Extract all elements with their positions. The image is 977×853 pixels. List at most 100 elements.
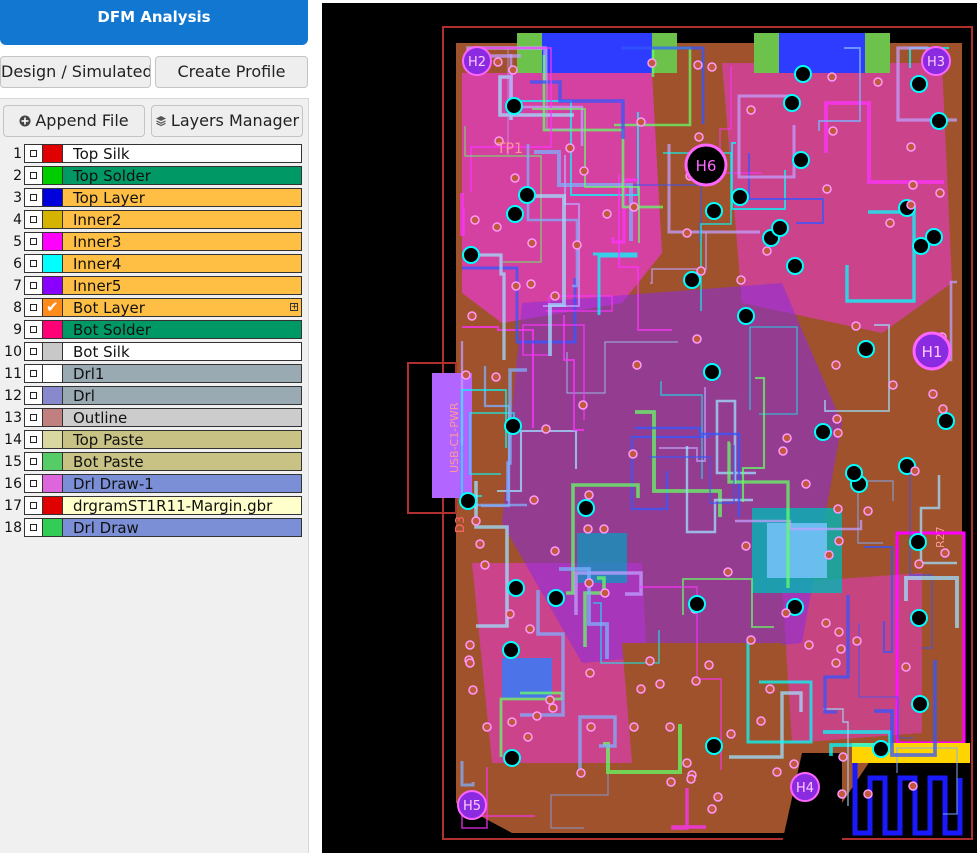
layer-name[interactable]: Bot Layer+: [63, 298, 302, 317]
layer-visibility-checkbox[interactable]: [24, 276, 43, 295]
layer-color-swatch[interactable]: [43, 430, 63, 449]
via: [492, 222, 502, 232]
layer-color-swatch[interactable]: [43, 452, 63, 471]
layer-visibility-checkbox[interactable]: [24, 232, 43, 251]
layer-number: 1: [13, 146, 22, 162]
layer-name[interactable]: Inner2: [63, 210, 302, 229]
via: [585, 668, 595, 678]
layer-visibility-checkbox[interactable]: [24, 144, 43, 163]
layer-visibility-checkbox[interactable]: [24, 210, 43, 229]
pcb-trace: [823, 595, 850, 714]
layers-manager-button[interactable]: Layers Manager: [151, 105, 303, 137]
layer-name[interactable]: drgramST1R11-Margin.gbr: [63, 496, 302, 515]
pcb-trace: [462, 253, 506, 360]
layer-visibility-checkbox[interactable]: [24, 364, 43, 383]
expand-icon[interactable]: +: [290, 302, 298, 311]
layer-color-swatch[interactable]: [43, 408, 63, 427]
layer-color-swatch[interactable]: [43, 474, 63, 493]
pcb-board-view[interactable]: H2 H3 H6 H1 H5 H4 TP1 D3 USB-C1-PWR R27: [322, 3, 977, 853]
layer-name[interactable]: Inner3: [63, 232, 302, 251]
layer-color-swatch[interactable]: [43, 276, 63, 295]
layer-visibility-checkbox[interactable]: [24, 188, 43, 207]
via: [765, 684, 775, 694]
layer-name[interactable]: Drl1: [63, 364, 302, 383]
layer-visibility-checkbox[interactable]: [24, 254, 43, 273]
layer-visibility-checkbox[interactable]: [24, 430, 43, 449]
pcb-trace: [522, 324, 585, 420]
layer-color-swatch[interactable]: [43, 342, 63, 361]
layer-name[interactable]: Outline: [63, 408, 302, 427]
layer-color-swatch[interactable]: [43, 364, 63, 383]
inner3-pour-topright: [722, 63, 952, 333]
via: [579, 166, 589, 176]
layer-name[interactable]: Drl Draw-1: [63, 474, 302, 493]
append-file-button[interactable]: Append File: [3, 105, 145, 137]
layer-visibility-checkbox[interactable]: [24, 342, 43, 361]
pcb-trace: [474, 481, 509, 628]
panel-divider[interactable]: [312, 0, 322, 853]
layer-color-swatch[interactable]: [43, 386, 63, 405]
pcb-trace: [659, 387, 706, 462]
create-profile-button[interactable]: Create Profile: [155, 56, 308, 88]
copper-pour-bottom: [622, 643, 782, 763]
layer-color-swatch[interactable]: [43, 188, 63, 207]
layer-color-swatch[interactable]: [43, 518, 63, 537]
layer-name[interactable]: Bot Paste: [63, 452, 302, 471]
layer-color-swatch[interactable]: [43, 254, 63, 273]
layer-visibility-checkbox[interactable]: [24, 320, 43, 339]
layer-name[interactable]: Top Paste: [63, 430, 302, 449]
layer-name[interactable]: Top Silk: [63, 144, 302, 163]
design-simulated-button[interactable]: Design / Simulated: [0, 56, 151, 88]
layer-visibility-checkbox[interactable]: [24, 298, 43, 317]
layer-name[interactable]: Drl Draw: [63, 518, 302, 537]
layer-color-swatch[interactable]: [43, 232, 63, 251]
via: [838, 752, 848, 762]
layer-name[interactable]: Top Solder: [63, 166, 302, 185]
layer-name[interactable]: Bot Solder: [63, 320, 302, 339]
layer-name[interactable]: Drl: [63, 386, 302, 405]
layer-name[interactable]: Top Layer: [63, 188, 302, 207]
via: [831, 658, 841, 668]
layer-visibility-checkbox[interactable]: [24, 408, 43, 427]
via: [471, 516, 481, 526]
pcb-canvas[interactable]: H2 H3 H6 H1 H5 H4 TP1 D3 USB-C1-PWR R27: [322, 3, 977, 853]
usb-connector-pads: [432, 373, 472, 498]
layer-row[interactable]: 1 Top Silk: [0, 143, 303, 165]
layer-visibility-checkbox[interactable]: [24, 166, 43, 185]
via: [507, 717, 517, 727]
layer-color-swatch[interactable]: [43, 496, 63, 515]
layer-visibility-checkbox[interactable]: [24, 386, 43, 405]
inner3-pour-topleft: [462, 73, 662, 323]
layer-name[interactable]: Bot Silk: [63, 342, 302, 361]
layer-color-swatch[interactable]: [43, 320, 63, 339]
layer-visibility-checkbox[interactable]: [24, 518, 43, 537]
layer-color-swatch[interactable]: [43, 210, 63, 229]
checkbox-box: [30, 150, 37, 157]
layer-name[interactable]: Inner4: [63, 254, 302, 273]
layer-visibility-checkbox[interactable]: [24, 452, 43, 471]
layer-visibility-checkbox[interactable]: [24, 496, 43, 515]
layer-color-swatch[interactable]: [43, 144, 63, 163]
layer-color-swatch[interactable]: ✔: [43, 298, 63, 317]
layer-row[interactable]: 8✔Bot Layer+: [0, 297, 303, 319]
layer-name[interactable]: Inner5: [63, 276, 302, 295]
layer-visibility-checkbox[interactable]: [24, 474, 43, 493]
via: [600, 588, 610, 598]
layer-color-swatch[interactable]: [43, 166, 63, 185]
